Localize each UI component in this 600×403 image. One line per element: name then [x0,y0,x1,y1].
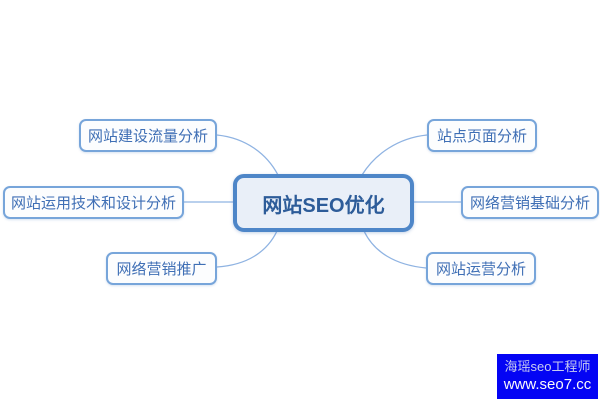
connector-operation [363,230,427,269]
connector-promotion [216,230,278,268]
branch-node-site-page-analysis[interactable]: 站点页面分析 [427,119,537,152]
central-topic-node[interactable]: 网站SEO优化 [233,174,414,232]
branch-node-marketing-basic-analysis[interactable]: 网络营销基础分析 [461,186,599,219]
watermark-url-text: www.seo7.cc [503,376,592,394]
connector-traffic [216,134,279,176]
watermark-badge: 海瑶seo工程师 www.seo7.cc [497,354,598,399]
watermark-brand-text: 海瑶seo工程师 [504,358,591,374]
branch-node-site-operation-analysis[interactable]: 网站运营分析 [426,252,536,285]
branch-node-marketing-promotion[interactable]: 网络营销推广 [106,252,217,285]
branch-node-traffic-analysis[interactable]: 网站建设流量分析 [79,119,217,152]
connector-page [361,134,428,176]
branch-node-tech-design-analysis[interactable]: 网站运用技术和设计分析 [3,186,184,219]
